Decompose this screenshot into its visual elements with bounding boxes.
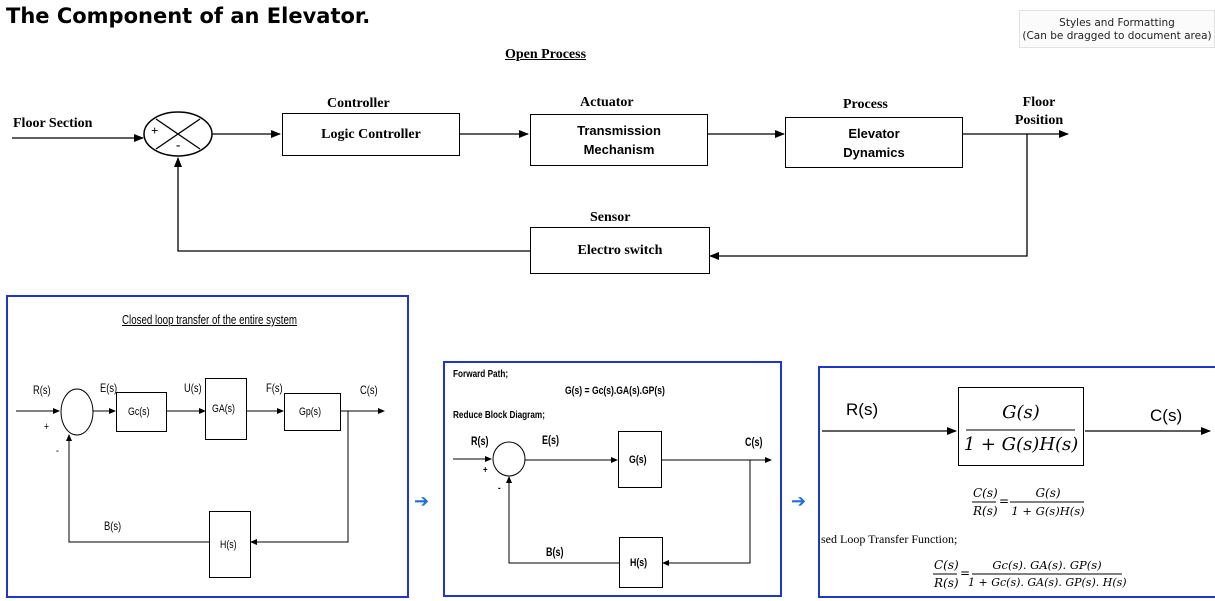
p2-b-label: B(s) [546, 547, 564, 559]
reduced-diagram-panel: Forward Path; G(s) = Gc(s).GA(s).GP(s) R… [443, 361, 782, 597]
f2-lhs-num: C(s) [934, 558, 959, 572]
h-label: H(s) [219, 538, 237, 551]
gc-label: Gc(s) [128, 406, 150, 418]
page-title: The Component of an Elevator. [6, 4, 371, 28]
p2-r-label: R(s) [471, 436, 489, 448]
block-denominator: 1 + G(s)H(s) [963, 434, 1079, 455]
junction-plus: + [151, 123, 159, 138]
sensor-caption: Sensor [590, 210, 631, 225]
floor-position-label: Floor Position [1003, 94, 1075, 130]
transmission-label: Transmission [577, 123, 661, 138]
f2-rhs-den: 1 + Gc(s). GA(s). GP(s). H(s) [968, 576, 1127, 589]
f1-rhs-den: 1 + G(s)H(s) [1011, 504, 1085, 518]
loop-transfer-caption: sed Loop Transfer Function; [821, 532, 958, 546]
junction-minus: - [176, 137, 181, 152]
p3-c-label: C(s) [1150, 406, 1183, 425]
panel3-connectors [822, 427, 1211, 575]
p1-plus: + [44, 421, 50, 433]
elevator-dynamics-block: Elevator Dynamics [785, 117, 963, 168]
process-caption: Process [843, 97, 888, 112]
floor-label: Floor [1022, 95, 1056, 110]
f1-rhs-num: G(s) [1035, 486, 1061, 500]
floor-section-label: Floor Section [13, 116, 93, 131]
p2-h-block: H(s) [619, 537, 663, 588]
styles-panel-hint: (Can be dragged to document area) [1022, 30, 1212, 42]
forward-path-label: Forward Path; [453, 368, 509, 380]
closed-loop-panel: Closed loop transfer of the entire syste… [6, 295, 409, 598]
g-label: G(s) [629, 453, 647, 466]
panel1-connectors [16, 388, 385, 545]
f1-lhs-num: C(s) [973, 486, 998, 500]
closed-loop-block: G(s) 1 + G(s)H(s) [958, 387, 1084, 466]
transfer-function-panel: R(s) C(s) G(s) 1 + G(s)H(s) C(s) R(s) = … [818, 366, 1215, 598]
position-label: Position [1014, 113, 1064, 128]
p2-plus: + [483, 465, 488, 476]
forward-path-equation: G(s) = Gc(s).GA(s).GP(s) [565, 385, 665, 397]
p1-e-label: E(s) [100, 381, 118, 395]
electro-switch-block: Electro switch [530, 227, 710, 274]
p1-c-label: C(s) [360, 383, 378, 397]
p2-minus: - [498, 483, 501, 494]
p1-minus: - [56, 445, 59, 457]
g-block: G(s) [618, 431, 662, 488]
arrow-icon-2: ➔ [791, 491, 807, 511]
block-numerator: G(s) [1002, 402, 1040, 423]
elevator-label: Elevator [848, 125, 900, 141]
p1-u-label: U(s) [184, 381, 202, 395]
controller-caption: Controller [327, 96, 390, 111]
electro-switch-label: Electro switch [577, 243, 663, 258]
arrow-icon: ➔ [414, 491, 430, 511]
panel2-connectors [453, 441, 772, 566]
gp-block: Gp(s) [284, 393, 341, 431]
p2-c-label: C(s) [745, 437, 763, 449]
mechanism-label: Mechanism [583, 142, 655, 157]
ga-block: GA(s) [205, 378, 247, 440]
f2-rhs-num: Gc(s). GA(s). GP(s) [992, 558, 1102, 572]
p2-h-label: H(s) [630, 556, 648, 569]
f1-equals: = [999, 494, 1010, 508]
gp-label: Gp(s) [298, 406, 321, 418]
actuator-caption: Actuator [580, 95, 634, 110]
gc-block: Gc(s) [116, 392, 167, 432]
f2-equals: = [960, 566, 971, 580]
styles-panel-title: Styles and Formatting [1059, 17, 1175, 29]
logic-controller-block: Logic Controller [282, 113, 460, 156]
p1-b-label: B(s) [104, 519, 122, 533]
styles-formatting-panel[interactable]: Styles and Formatting (Can be dragged to… [1019, 10, 1215, 48]
p1-r-label: R(s) [33, 383, 51, 397]
h-block: H(s) [209, 511, 251, 578]
f1-lhs-den: R(s) [973, 504, 998, 518]
dynamics-label: Dynamics [843, 144, 905, 160]
p2-e-label: E(s) [542, 435, 559, 447]
open-process-heading: Open Process [505, 47, 587, 62]
ga-label: GA(s) [211, 403, 235, 415]
p1-f-label: F(s) [266, 381, 283, 395]
f2-lhs-den: R(s) [934, 576, 959, 590]
panel1-heading: Closed loop transfer of the entire syste… [122, 313, 298, 327]
logic-controller-label: Logic Controller [321, 127, 421, 142]
transmission-mechanism-block: Transmission Mechanism [530, 114, 708, 166]
reduce-label: Reduce Block Diagram; [453, 409, 545, 421]
p3-r-label: R(s) [846, 400, 879, 419]
